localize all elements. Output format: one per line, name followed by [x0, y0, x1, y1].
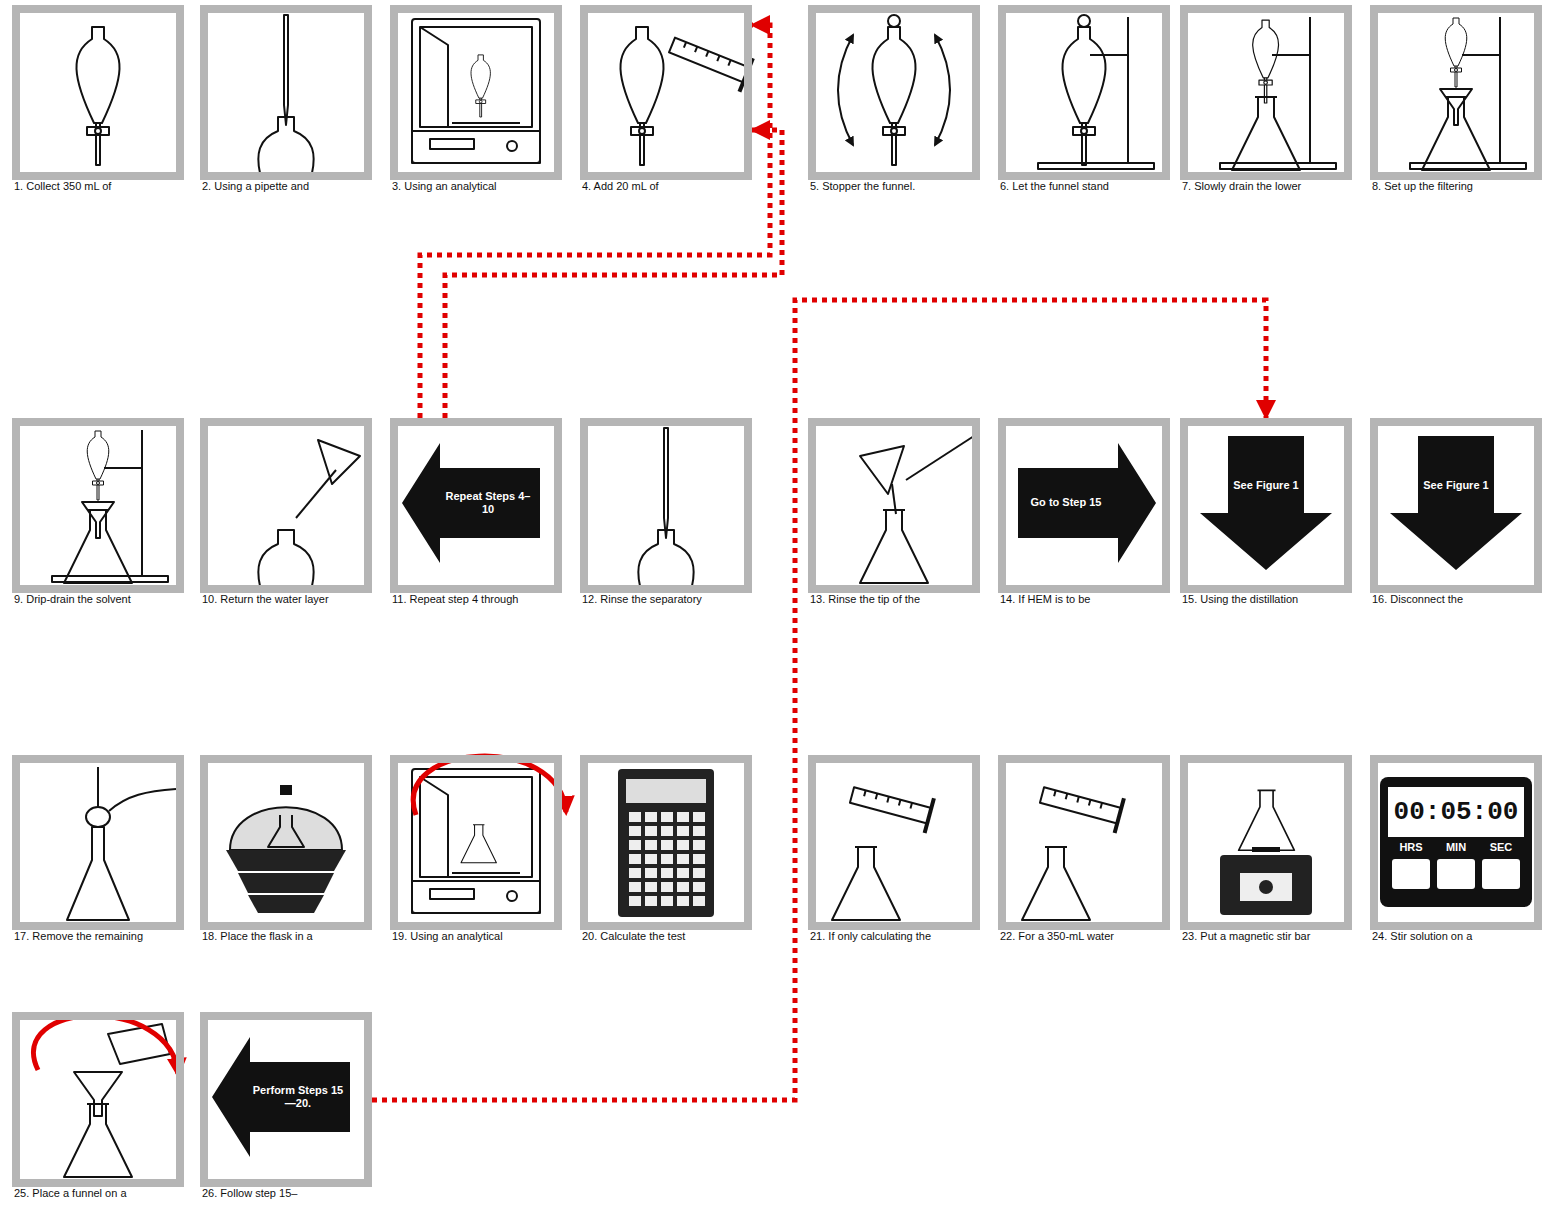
step-caption: 17. Remove the remaining: [14, 930, 143, 942]
step-panel: 20. Calculate the test: [580, 755, 752, 930]
desiccator-icon: [226, 785, 346, 913]
cylinder-flask-icon: [1022, 778, 1124, 920]
step-caption: 13. Rinse the tip of the: [810, 593, 920, 605]
stirrer-icon: [1220, 790, 1312, 915]
step-caption: 15. Using the distillation: [1182, 593, 1298, 605]
step-panel: 17. Remove the remaining: [12, 755, 184, 930]
arrow-text: See Figure 1: [1418, 448, 1494, 523]
filter-icon: [1410, 17, 1526, 170]
step-panel: 7. Slowly drain the lower: [1180, 5, 1352, 180]
pipette-icon: [638, 428, 693, 586]
arrow-text: Perform Steps 15—20.: [250, 1062, 346, 1132]
step-caption: 5. Stopper the funnel.: [810, 180, 915, 192]
cylinder-flask-icon: [832, 778, 934, 920]
step-caption: 20. Calculate the test: [582, 930, 685, 942]
step-caption: 9. Drip-drain the solvent: [14, 593, 131, 605]
step-panel: See Figure 116. Disconnect the: [1370, 418, 1542, 593]
step-panel: 13. Rinse the tip of the: [808, 418, 980, 593]
arrow-down: [1200, 436, 1332, 570]
timer-key-label: MIN: [1437, 838, 1475, 856]
arrow-left: [402, 443, 540, 563]
rinse-icon: [860, 436, 974, 583]
step-caption: 24. Stir solution on a: [1372, 930, 1472, 942]
loop-arrow: [413, 756, 566, 815]
calculator-icon: [618, 769, 714, 917]
step-panel: 9. Drip-drain the solvent: [12, 418, 184, 593]
arrow-left: [212, 1037, 350, 1157]
step-panel: See Figure 115. Using the distillation: [1180, 418, 1352, 593]
balance-icon: [412, 19, 540, 163]
return-icon: [258, 440, 360, 586]
step-caption: 12. Rinse the separatory: [582, 593, 702, 605]
step-caption: 19. Using an analytical: [392, 930, 503, 942]
step-caption: 23. Put a magnetic stir bar: [1182, 930, 1310, 942]
step-panel: Repeat Steps 4–1011. Repeat step 4 throu…: [390, 418, 562, 593]
step-caption: 21. If only calculating the: [810, 930, 931, 942]
step-caption: 1. Collect 350 mL of: [14, 180, 111, 192]
flow-connector: [372, 300, 1266, 1100]
arrow-right: [1018, 443, 1156, 563]
funnel-cylinder-icon: [620, 27, 752, 165]
step-caption: 7. Slowly drain the lower: [1182, 180, 1301, 192]
arrow-text: Repeat Steps 4–10: [440, 468, 536, 538]
step-caption: 2. Using a pipette and: [202, 180, 309, 192]
stand-icon: [1038, 15, 1154, 169]
shake-icon: [838, 15, 950, 165]
step-panel: Go to Step 1514. If HEM is to be: [998, 418, 1170, 593]
step-panel: 25. Place a funnel on a: [12, 1012, 184, 1187]
step-caption: 16. Disconnect the: [1372, 593, 1463, 605]
timer-key-label: SEC: [1482, 838, 1520, 856]
timer-display: 00:05:00: [1388, 787, 1524, 837]
step-panel: 21. If only calculating the: [808, 755, 980, 930]
step-caption: 10. Return the water layer: [202, 593, 329, 605]
arrow-text: Go to Step 15: [1018, 468, 1114, 538]
step-panel: 6. Let the funnel stand: [998, 5, 1170, 180]
filter-icon: [52, 430, 168, 583]
flow-connector: [420, 25, 770, 418]
step-caption: 18. Place the flask in a: [202, 930, 313, 942]
distillation-icon: [67, 767, 176, 920]
step-panel: 22. For a 350-mL water: [998, 755, 1170, 930]
step-panel: 3. Using an analytical: [390, 5, 562, 180]
step-panel: 19. Using an analytical: [390, 755, 562, 930]
step-caption: 4. Add 20 mL of: [582, 180, 659, 192]
step-caption: 22. For a 350-mL water: [1000, 930, 1114, 942]
step-panel: 1. Collect 350 mL of: [12, 5, 184, 180]
arrow-text: See Figure 1: [1228, 448, 1304, 523]
step-caption: 25. Place a funnel on a: [14, 1187, 127, 1199]
step-panel: 4. Add 20 mL of: [580, 5, 752, 180]
timer-key-label: HRS: [1392, 838, 1430, 856]
arrow-down: [1390, 436, 1522, 570]
step-panel: 18. Place the flask in a: [200, 755, 372, 930]
step-caption: 3. Using an analytical: [392, 180, 497, 192]
step-panel: Perform Steps 15—20.26. Follow step 15–: [200, 1012, 372, 1187]
step-panel: 12. Rinse the separatory: [580, 418, 752, 593]
pipette-icon: [258, 15, 313, 173]
step-panel: 8. Set up the filtering: [1370, 5, 1542, 180]
step-panel: 5. Stopper the funnel.: [808, 5, 980, 180]
loop-arrow: [33, 1016, 178, 1074]
step-panel: 23. Put a magnetic stir bar: [1180, 755, 1352, 930]
step-panel: 10. Return the water layer: [200, 418, 372, 593]
step-caption: 14. If HEM is to be: [1000, 593, 1090, 605]
timer-icon: [1380, 777, 1532, 907]
drain-icon: [1220, 17, 1336, 170]
pour-icon: [64, 1024, 170, 1177]
step-caption: 26. Follow step 15–: [202, 1187, 297, 1199]
step-panel: 2. Using a pipette and: [200, 5, 372, 180]
step-caption: 11. Repeat step 4 through: [392, 593, 518, 605]
funnel-icon: [76, 27, 119, 165]
step-caption: 8. Set up the filtering: [1372, 180, 1473, 192]
step-caption: 6. Let the funnel stand: [1000, 180, 1109, 192]
balance-icon: [412, 769, 540, 913]
